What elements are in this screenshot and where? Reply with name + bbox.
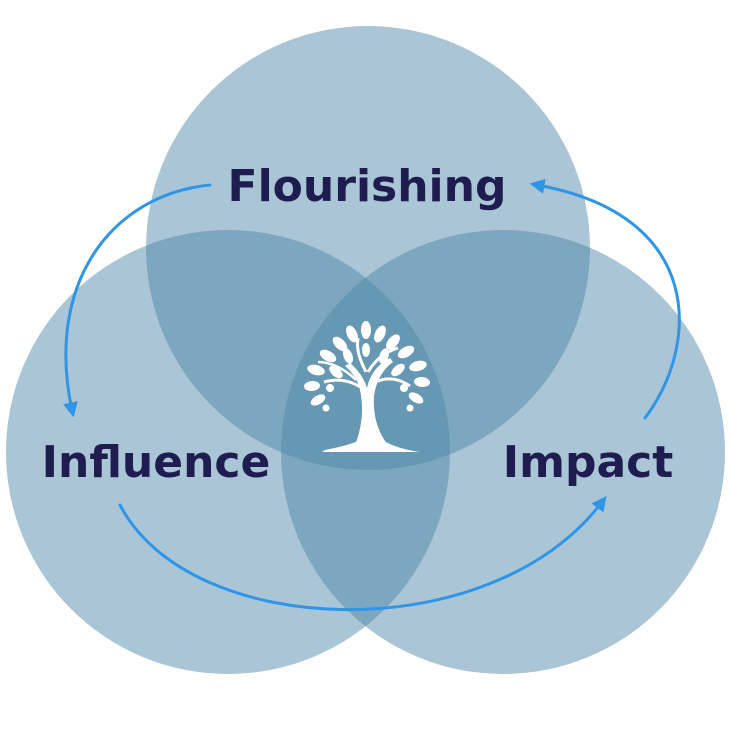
label-impact: Impact xyxy=(503,437,674,488)
arrow-impact-to-flourishing xyxy=(529,178,681,420)
circle-flourishing xyxy=(146,26,590,470)
arrow-influence-to-impact xyxy=(118,496,607,612)
arrow-flourishing-to-influence xyxy=(63,183,212,418)
label-flourishing: Flourishing xyxy=(228,161,507,212)
label-influence: Influence xyxy=(42,437,271,488)
tree-icon xyxy=(304,321,430,452)
